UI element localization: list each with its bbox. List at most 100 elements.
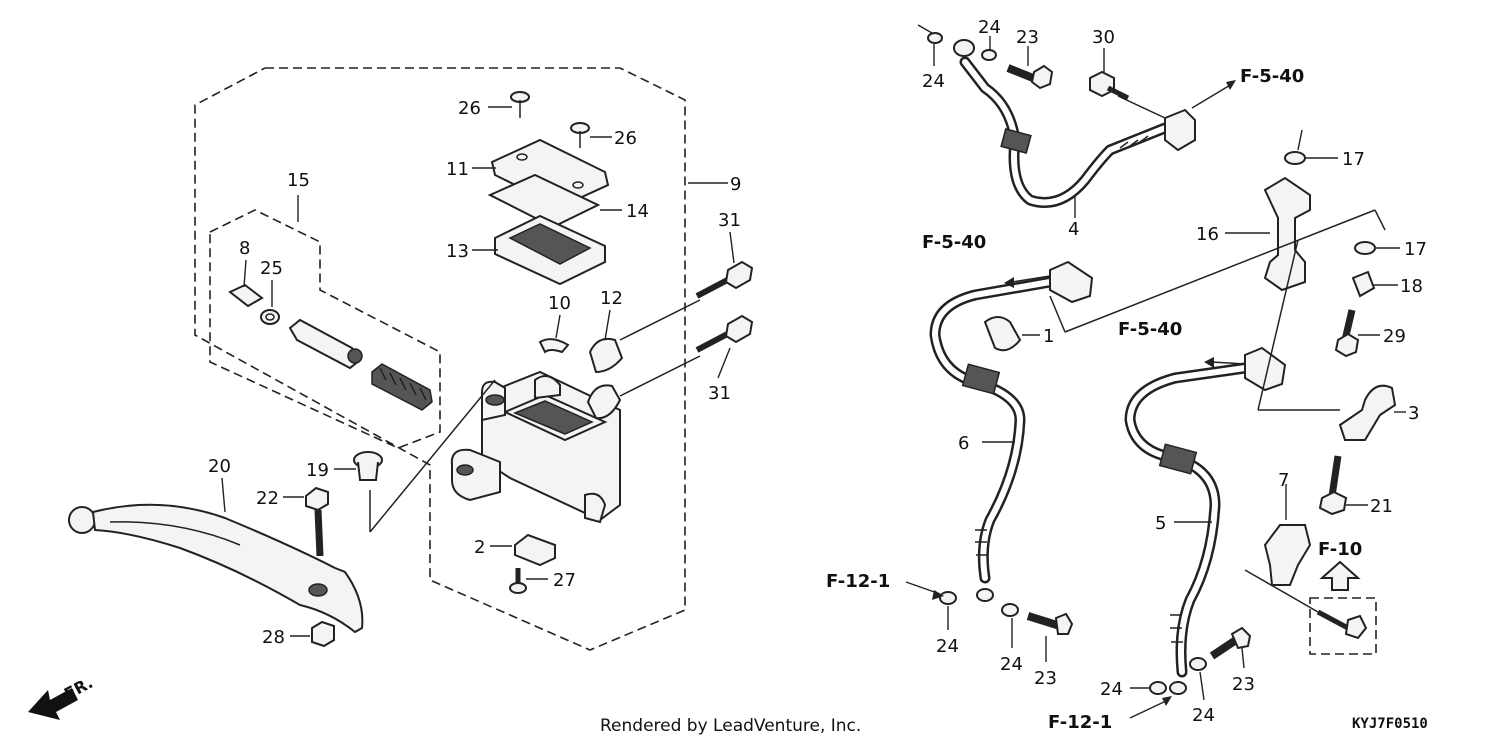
assembly-9-boundary [194,67,686,651]
label-13: 13 [446,241,469,262]
screw-26b [570,122,590,148]
label-24d: 24 [1000,654,1023,675]
screw-27 [509,568,527,594]
label-20: 20 [208,456,231,477]
brake-hose-4 [953,39,1196,208]
ref-f540-top: F-5-40 [1240,66,1304,87]
screw-26a [510,91,530,118]
clip-10 [538,338,570,354]
ref-f121-right: F-12-1 [1048,712,1112,733]
label-23c: 23 [1232,674,1255,695]
label-3: 3 [1408,403,1419,424]
bolt-31b [695,314,754,353]
brake-hose-group: 24 24 23 30 F-5-40 4 17 16 17 18 F-5-40 … [826,17,1427,733]
label-12: 12 [600,288,623,309]
label-18: 18 [1400,276,1423,297]
clamp-1 [983,316,1022,352]
washer-17a [1284,151,1306,165]
label-24f: 24 [1192,705,1215,726]
ref-f540-low: F-5-40 [1118,319,1182,340]
bolt-23b [1026,612,1074,635]
up-arrow-icon [1319,560,1361,591]
label-27: 27 [553,570,576,591]
label-7: 7 [1278,470,1289,491]
plate-14 [487,173,601,229]
label-23a: 23 [1016,27,1039,48]
bolt-30 [1089,70,1130,101]
reservoir-cap-11 [490,138,610,209]
label-4: 4 [1068,219,1079,240]
holder-12 [588,337,624,374]
label-26a: 26 [458,98,481,119]
diagram-code: KYJ7F0510 [1352,716,1428,732]
label-31b: 31 [708,383,731,404]
label-19: 19 [306,460,329,481]
label-8: 8 [239,238,250,259]
label-24b: 24 [978,17,1001,38]
label-22: 22 [256,488,279,509]
washer-24d [1001,603,1019,617]
label-9: 9 [730,174,741,195]
label-10: 10 [548,293,571,314]
label-2: 2 [474,537,485,558]
bracket-3 [1338,384,1397,441]
switch-2 [514,533,556,567]
seal-25 [260,309,280,325]
credit-text: Rendered by LeadVenture, Inc. [600,716,861,736]
brake-hose-5 [1124,346,1287,695]
piston [288,318,363,370]
label-25: 25 [260,258,283,279]
spring [371,363,433,411]
master-cylinder-group: 26 26 11 14 13 9 15 8 25 10 12 31 31 20 … [68,67,754,651]
label-5: 5 [1155,513,1166,534]
brake-lever-20 [68,503,364,634]
label-30: 30 [1092,27,1115,48]
label-23b: 23 [1034,668,1057,689]
label-17a: 17 [1342,149,1365,170]
bolt-23c [1209,626,1252,660]
label-17b: 17 [1404,239,1427,260]
bolt-29 [1334,309,1360,358]
label-28: 28 [262,627,285,648]
washer-17b [1354,241,1376,255]
label-11: 11 [446,159,469,180]
label-16: 16 [1196,224,1219,245]
bracket-16 [1263,176,1311,292]
label-15: 15 [287,170,310,191]
brake-hose-6 [929,260,1094,602]
front-arrow-icon [28,688,78,720]
leaders-right [905,24,1406,719]
ref-f540-mid: F-5-40 [922,232,986,253]
washer-24c [939,591,957,605]
washer-24e [1149,681,1167,695]
collar-18 [1351,270,1376,298]
label-24a: 24 [922,71,945,92]
ref-f10: F-10 [1318,539,1362,560]
label-24c: 24 [936,636,959,657]
pivot-19 [353,451,383,481]
nut-28 [311,620,335,648]
label-21: 21 [1370,496,1393,517]
master-cylinder-body [450,370,621,524]
ref-f121-left: F-12-1 [826,571,890,592]
washer-24f [1189,657,1207,671]
guide-7 [1263,524,1312,586]
label-24e: 24 [1100,679,1123,700]
bolt-23a [1006,64,1054,90]
piston-cap-8 [228,283,264,308]
leaders-left [221,106,735,637]
bolt-f10 [1316,609,1368,640]
label-1: 1 [1043,326,1054,347]
washer-24a [927,32,943,44]
label-31a: 31 [718,210,741,231]
bolt-31a [695,260,754,299]
label-29: 29 [1383,326,1406,347]
bolt-22 [305,486,329,557]
label-14: 14 [626,201,649,222]
assembly-15-boundary [209,209,441,449]
bolt-21 [1318,455,1348,516]
f10-box [1309,597,1377,655]
front-direction: FR. [28,673,96,720]
washer-24b [981,49,997,61]
